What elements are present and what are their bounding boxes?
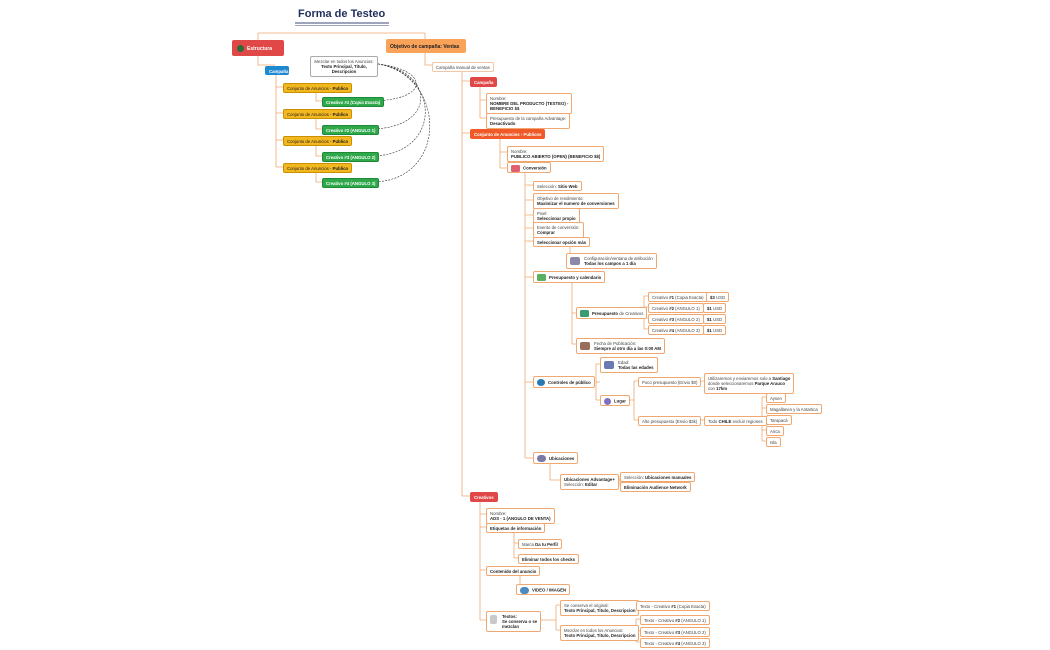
- creativo-node-3[interactable]: Creativo #3 (ANGULO 2): [322, 152, 380, 163]
- estructura-node[interactable]: Estructura: [232, 40, 284, 56]
- presupuesto-creativos[interactable]: Presupuesto de Creativos: [576, 307, 648, 319]
- conjunto-node-4[interactable]: Conjunto de Anuncios - Publico: [283, 163, 353, 174]
- globe-icon: [237, 44, 244, 52]
- campana-presupuesto[interactable]: Presupuesto de la campaña Advantage: Des…: [486, 113, 571, 129]
- region-4[interactable]: Arica: [766, 426, 784, 437]
- region-2[interactable]: Magallanes y la Antartica: [766, 404, 822, 415]
- etiquetas-node[interactable]: Etiquetas de información: [486, 523, 546, 534]
- objective-manual[interactable]: Campaña manual de ventas: [432, 62, 494, 73]
- ubicaciones-node[interactable]: Ubicaciones: [533, 452, 579, 464]
- todo-chile[interactable]: Todo CHILE excluir regiones: [704, 416, 767, 427]
- budget-amount-4[interactable]: $1 USD: [703, 325, 727, 336]
- eliminar-node[interactable]: Eliminar todos los checks: [518, 554, 580, 565]
- budget-row-4[interactable]: Creativo #4 (ANGULO 3): [648, 325, 704, 336]
- conjunto-node-2[interactable]: Conjunto de Anuncios - Publico: [283, 109, 353, 120]
- conjunto-node-3[interactable]: Conjunto de Anuncios - Publico: [283, 136, 353, 147]
- marca-node[interactable]: Marca Da tu Perfil: [518, 539, 562, 550]
- campana-section-header[interactable]: Campaña: [470, 77, 498, 88]
- seleccionar-mas[interactable]: Seleccionar opción más: [533, 237, 591, 248]
- creativo-node-2[interactable]: Creativo #2 (ANGULO 1): [322, 125, 380, 136]
- campana-node[interactable]: Campaña: [265, 66, 289, 75]
- gear-icon: [570, 257, 580, 265]
- region-3[interactable]: Tarapacá: [766, 415, 792, 426]
- objetivo-rendimiento[interactable]: Objetivo de rendimiento: Maximizar el nu…: [533, 193, 619, 209]
- budget-amount-1[interactable]: $3 USD: [706, 292, 730, 303]
- ubic-manuales[interactable]: Selección: Ubicaciones manuales: [620, 472, 696, 483]
- globe-icon: [537, 378, 545, 386]
- creativos-section-header[interactable]: Creativos: [470, 492, 498, 503]
- conjunto-section-header[interactable]: Conjunto de Anuncios - Publicos: [470, 129, 546, 140]
- budget-row-2[interactable]: Creativo #2 (ANGULO 1): [648, 303, 704, 314]
- calendar-icon: [580, 342, 590, 350]
- region-5[interactable]: Isla: [766, 437, 781, 448]
- wallet-icon: [580, 309, 589, 317]
- budget-amount-3[interactable]: $1 USD: [703, 314, 727, 325]
- conjunto-node-1[interactable]: Conjunto de Anuncios - Publico: [283, 83, 353, 94]
- creativo-node-1[interactable]: Creativo #1 (Copia Exacta): [322, 97, 385, 108]
- poco-presupuesto[interactable]: Poco presupuesto (Envio $0): [638, 377, 702, 388]
- store-icon: [511, 164, 520, 172]
- mezclar-note: Mezclar en todos los Anuncios: Texto Pri…: [310, 56, 378, 78]
- video-node[interactable]: VIDEO / IMAGEN: [516, 584, 571, 595]
- conserva-node[interactable]: Se conserva el original: Texto Principal…: [560, 600, 640, 616]
- mezclar-node[interactable]: Mezclar en todos los Anuncios: Texto Pri…: [560, 625, 640, 641]
- cloud-icon: [537, 454, 546, 462]
- config-node[interactable]: Configuración/ventana de atribución Toda…: [566, 253, 657, 269]
- location-icon: [604, 397, 611, 405]
- campana-nombre[interactable]: Nombre: NOMBRE DEL PRODUCTO (TESTEO) - B…: [486, 93, 573, 115]
- budget-row-3[interactable]: Creativo #3 (ANGULO 2): [648, 314, 704, 325]
- lugar-node[interactable]: Lugar: [600, 395, 630, 406]
- region-1[interactable]: Aysen: [766, 393, 786, 404]
- conjunto-nombre[interactable]: Nombre: PUBLICO ABIERTO (OPEN) (BENEFICI…: [507, 146, 605, 162]
- creativos-nombre[interactable]: Nombre: ADS - 1 (ANGULO DE VENTA): [486, 508, 555, 524]
- ubic-advantage[interactable]: Ubicaciones Advantage+ Selección: Editar: [560, 474, 619, 490]
- texto-row-2[interactable]: Texto - Creativo #2 (ANGULO 1): [640, 615, 710, 626]
- page-title: Forma de Testeo: [298, 8, 386, 20]
- evento-node[interactable]: Evento de conversión: Comprar: [533, 222, 584, 238]
- texto-row-4[interactable]: Texto - Creativo #4 (ANGULO 3): [640, 638, 710, 649]
- fecha-node[interactable]: Fecha de Publicación: Siempre al otro dí…: [576, 338, 665, 354]
- calendar-icon: [537, 273, 546, 281]
- document-icon: [490, 615, 497, 624]
- conversion-node[interactable]: Conversión: [507, 162, 551, 173]
- controles-node[interactable]: Controles de público: [533, 376, 595, 388]
- creativo-node-4[interactable]: Creativo #4 (ANGULO 3): [322, 178, 380, 189]
- edad-node[interactable]: Edad: Todas las edades: [600, 357, 658, 373]
- alto-presupuesto[interactable]: Alto presupuesto (Envio $3k): [638, 416, 702, 427]
- objective-header[interactable]: Objetivo de campaña: Ventas: [386, 39, 466, 53]
- contenido-node[interactable]: Contenido del anuncio: [486, 566, 541, 577]
- budget-amount-2[interactable]: $1 USD: [703, 303, 727, 314]
- textos-node[interactable]: Textos: Se conserva o se mezclan: [486, 611, 542, 633]
- budget-row-1[interactable]: Creativo #1 (Copia Exacta): [648, 292, 708, 303]
- texto-row-3[interactable]: Texto - Creativo #3 (ANGULO 2): [640, 627, 710, 638]
- poco-value[interactable]: Utilizaremos y enviaremos solo a Santiag…: [704, 373, 795, 395]
- presupuesto-calendario[interactable]: Presupuesto y calendario: [533, 271, 606, 283]
- texto-row-1[interactable]: Texto - Creativo #1 (Copia Exacta): [636, 601, 710, 612]
- people-icon: [604, 361, 614, 369]
- seleccion-node[interactable]: Selección: Sitio Web: [533, 181, 582, 192]
- ubic-audience[interactable]: Eliminación Audience Network: [620, 482, 691, 493]
- cloud-icon: [520, 586, 529, 594]
